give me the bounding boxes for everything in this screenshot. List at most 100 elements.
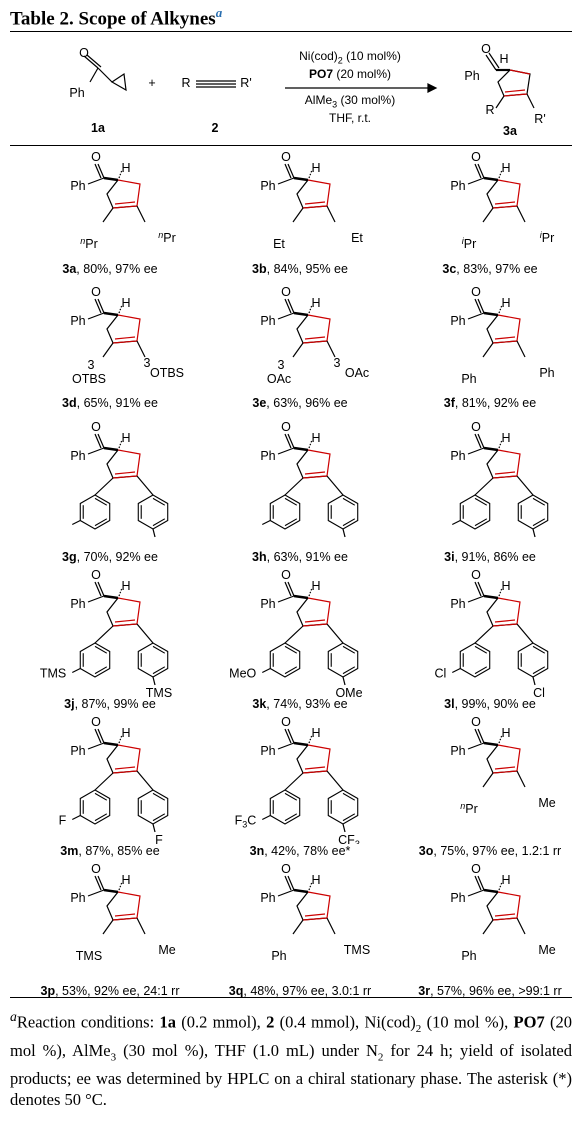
compound-id: 3k <box>252 697 267 711</box>
stereo-h: H <box>311 873 320 887</box>
stereo-h: H <box>501 579 510 593</box>
ketone-ph: Ph <box>70 314 85 328</box>
caption-3l: 3l, 99%, 90% ee <box>444 697 536 711</box>
aryl-ring-right <box>137 789 169 825</box>
scheme-ph-1a: Ph <box>69 86 85 100</box>
substituent-right: F <box>155 833 163 844</box>
alkyne-r: R <box>181 76 191 90</box>
substituent-right: OTBS <box>150 366 184 380</box>
ketone-ph: Ph <box>70 449 85 463</box>
stereo-h: H <box>501 161 510 175</box>
compound-id: 3l <box>444 697 455 711</box>
caption-3e: 3e, 63%, 96% ee <box>252 396 348 410</box>
product-o: O <box>481 42 491 56</box>
substituent-left: Cl <box>434 667 446 681</box>
caption-3h: 3h, 63%, 91% ee <box>252 550 348 564</box>
aryl-ring-right <box>327 494 359 530</box>
substituent-right: nPr <box>158 230 176 245</box>
compound-id: 3f <box>443 396 455 410</box>
aryl-ring-right <box>517 642 549 678</box>
ketone-ph: Ph <box>70 597 85 611</box>
caption-3d: 3d, 65%, 91% ee <box>62 396 158 410</box>
condition-solvent: THF, r.t. <box>329 111 371 125</box>
aryl-ring-right <box>517 494 549 530</box>
carbonyl-o: O <box>281 285 291 299</box>
ketone-ph: Ph <box>450 179 465 193</box>
compound-id: 3q <box>228 984 244 998</box>
carbonyl-o: O <box>91 285 101 299</box>
ketone-ph: Ph <box>260 179 275 193</box>
carbonyl-o: O <box>91 715 101 729</box>
ketone-ph: Ph <box>450 597 465 611</box>
substituent-right: iPr <box>540 230 555 245</box>
substituent-right: Ph <box>539 366 554 380</box>
product-r: R <box>485 103 495 117</box>
substituent-right: TMS <box>344 943 370 957</box>
scheme-rule <box>10 145 572 146</box>
aryl-ring-right <box>327 642 359 678</box>
caption-3b: 3b, 84%, 95% ee <box>252 262 348 276</box>
substituent-right: Cl <box>533 686 545 697</box>
product-structure-3p: O Ph H TMS Me <box>70 862 175 963</box>
carbonyl-o: O <box>281 568 291 582</box>
ketone-ph: Ph <box>450 314 465 328</box>
ketone-ph: Ph <box>70 179 85 193</box>
aryl-ring-left <box>79 789 111 825</box>
ketone-ph: Ph <box>70 891 85 905</box>
stereo-h: H <box>121 873 130 887</box>
carbonyl-o: O <box>281 715 291 729</box>
title-footnote-marker[interactable]: a <box>215 5 223 20</box>
condition-catalyst: Ni(cod)2 (10 mol%) <box>299 49 401 66</box>
compound-id: 3r <box>418 984 431 998</box>
aryl-ring-right <box>137 494 169 530</box>
carbonyl-o: O <box>91 862 101 876</box>
table-title: Table 2. Scope of Alkynesa <box>10 5 223 30</box>
carbonyl-o: O <box>281 862 291 876</box>
stereo-h: H <box>311 726 320 740</box>
label-3a: 3a <box>503 124 517 138</box>
ketone-ph: Ph <box>450 744 465 758</box>
substituent-left: Ph <box>461 372 476 386</box>
stereo-h: H <box>501 873 510 887</box>
chain-count-right: 3 <box>144 356 151 370</box>
substituent-right: Me <box>538 796 555 810</box>
substituent-right: Me <box>158 943 175 957</box>
caption-3n: 3n, 42%, 78% ee* <box>249 844 351 858</box>
stereo-h: H <box>121 726 130 740</box>
stereo-h: H <box>121 431 130 445</box>
aryl-ring-left <box>459 642 491 678</box>
caption-3f: 3f, 81%, 92% ee <box>443 396 537 410</box>
carbonyl-o: O <box>471 715 481 729</box>
ketone-ph: Ph <box>260 744 275 758</box>
footnote: aReaction conditions: 1a (0.2 mmol), 2 (… <box>10 1009 572 1110</box>
carbonyl-o: O <box>471 568 481 582</box>
substituent-left: F <box>59 814 67 828</box>
aryl-ring-left <box>269 642 301 678</box>
aryl-ring-left <box>269 494 301 530</box>
ketone-ph: Ph <box>450 449 465 463</box>
ketone-ph: Ph <box>260 891 275 905</box>
caption-3k: 3k, 74%, 93% ee <box>252 697 348 711</box>
carbonyl-o: O <box>91 150 101 164</box>
carbonyl-o: O <box>471 285 481 299</box>
caption-3c: 3c, 83%, 97% ee <box>442 262 538 276</box>
carbonyl-o: O <box>91 420 101 434</box>
aryl-ring-right <box>137 642 169 678</box>
caption-3m: 3m, 87%, 85% ee <box>60 844 160 858</box>
substituent-left: TMS <box>76 949 102 963</box>
ketone-ph: Ph <box>450 891 465 905</box>
compound-id: 3h <box>252 550 267 564</box>
substituent-left: MeO <box>229 667 256 681</box>
substituent-right: CF3 <box>338 833 360 844</box>
compound-id: 3p <box>40 984 56 998</box>
stereo-h: H <box>501 726 510 740</box>
